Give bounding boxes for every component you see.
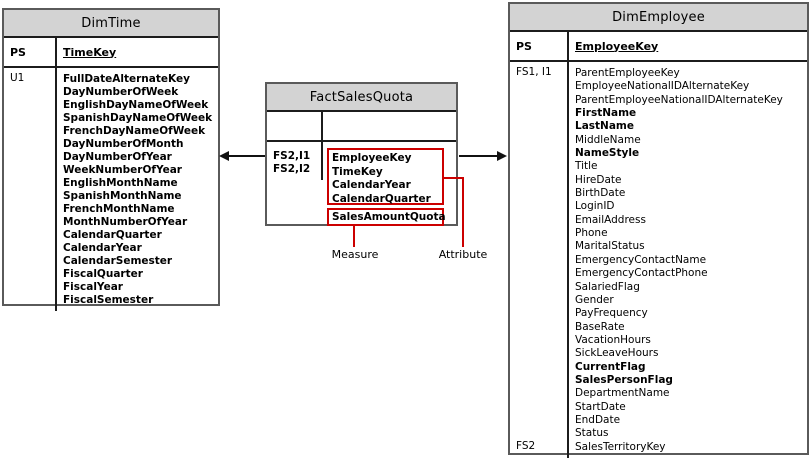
measure-label: Measure bbox=[331, 248, 379, 261]
relationship-line-dimemployee bbox=[459, 155, 499, 157]
table-dimtime-title: DimTime bbox=[4, 10, 218, 38]
field-row: HireDate bbox=[575, 173, 622, 186]
relationship-line-dimtime bbox=[228, 155, 265, 157]
field-row: ParentEmployeeNationalIDAlternateKey bbox=[575, 93, 783, 106]
field-row: TimeKey bbox=[332, 165, 383, 178]
table-factsalesquota-header-row bbox=[267, 112, 456, 142]
table-dimtime-header-row: PS TimeKey bbox=[4, 38, 218, 68]
field-row: SpanishDayNameOfWeek bbox=[63, 112, 213, 124]
field-row: SickLeaveHours bbox=[575, 347, 659, 360]
dimemployee-ps-values: FS1, I1 FS2 bbox=[510, 62, 569, 458]
ps-value-bottom: FS2 bbox=[516, 439, 536, 452]
dimemployee-primary-key: EmployeeKey bbox=[575, 39, 659, 53]
field-row: FrenchDayNameOfWeek bbox=[63, 125, 206, 137]
field-row: CalendarYear bbox=[332, 179, 411, 192]
field-row: EnglishDayNameOfWeek bbox=[63, 99, 209, 111]
field-row: MiddleName bbox=[575, 133, 641, 146]
ps-value-row: FS2,I2 bbox=[273, 163, 311, 175]
field-row: SalariedFlag bbox=[575, 280, 640, 293]
field-row: FrenchMonthName bbox=[63, 203, 175, 215]
factsalesquota-ps-column-header bbox=[267, 112, 323, 140]
field-row: StartDate bbox=[575, 400, 626, 413]
field-row: Status bbox=[575, 427, 609, 440]
arrowhead-right-icon bbox=[497, 151, 507, 161]
field-row: DayNumberOfWeek bbox=[63, 86, 179, 98]
field-row: EmergencyContactPhone bbox=[575, 267, 708, 280]
field-row: FiscalSemester bbox=[63, 294, 154, 306]
field-row: DepartmentName bbox=[575, 387, 670, 400]
field-row: EnglishMonthName bbox=[63, 177, 178, 189]
table-factsalesquota-title: FactSalesQuota bbox=[267, 84, 456, 112]
field-row: EmployeeKey bbox=[332, 152, 412, 164]
field-row: SalesTerritoryKey bbox=[575, 440, 666, 453]
field-row: PayFrequency bbox=[575, 307, 648, 320]
field-row: FirstName bbox=[575, 107, 637, 120]
attribute-leader-line-horizontal bbox=[443, 177, 464, 179]
field-row: MaritalStatus bbox=[575, 240, 645, 253]
field-row: LastName bbox=[575, 120, 634, 133]
field-row: SalesAmountQuota bbox=[332, 211, 446, 223]
dimtime-ps-value: U1 bbox=[4, 68, 57, 311]
table-dimemployee-header-row: PS EmployeeKey bbox=[510, 32, 807, 62]
field-row: FullDateAlternateKey bbox=[63, 73, 190, 85]
field-row: SalesPersonFlag bbox=[575, 373, 673, 386]
field-row: EndDate bbox=[575, 413, 621, 426]
field-row: EmergencyContactName bbox=[575, 253, 707, 266]
field-row: BaseRate bbox=[575, 320, 625, 333]
field-row: DayNumberOfYear bbox=[63, 151, 172, 163]
field-row: SpanishMonthName bbox=[63, 190, 182, 202]
field-row: Gender bbox=[575, 293, 614, 306]
measure-highlight-box: SalesAmountQuota bbox=[327, 208, 446, 226]
field-row: ParentEmployeeKey bbox=[575, 67, 680, 79]
field-row: CurrentFlag bbox=[575, 360, 646, 373]
field-row: EmployeeNationalIDAlternateKey bbox=[575, 80, 750, 93]
table-dimemployee: DimEmployee PS EmployeeKey FS1, I1 FS2 P… bbox=[508, 2, 809, 458]
table-dimemployee-title: DimEmployee bbox=[510, 4, 807, 32]
field-row: CalendarYear bbox=[63, 242, 142, 254]
field-row: FiscalQuarter bbox=[63, 268, 143, 280]
dimtime-ps-column-header: PS bbox=[4, 38, 57, 66]
ps-value-top: FS1, I1 bbox=[516, 66, 552, 78]
attribute-label: Attribute bbox=[438, 248, 488, 261]
field-row: CalendarQuarter bbox=[63, 229, 162, 241]
field-row: VacationHours bbox=[575, 333, 651, 346]
field-row: WeekNumberOfYear bbox=[63, 164, 182, 176]
field-row: Title bbox=[575, 160, 598, 173]
field-row: CalendarSemester bbox=[63, 255, 173, 267]
field-row: FiscalYear bbox=[63, 281, 123, 293]
field-row: EmailAddress bbox=[575, 213, 646, 226]
dimtime-primary-key: TimeKey bbox=[63, 45, 117, 59]
field-row: MonthNumberOfYear bbox=[63, 216, 188, 228]
ps-value-row: FS2,I1 bbox=[273, 150, 311, 162]
table-dimtime: DimTime PS TimeKey U1 FullDateAlternateK… bbox=[2, 8, 220, 311]
arrowhead-left-icon bbox=[219, 151, 229, 161]
factsalesquota-key-header bbox=[323, 112, 456, 140]
field-row: CalendarQuarter bbox=[332, 192, 431, 205]
field-row: DayNumberOfMonth bbox=[63, 138, 184, 150]
measure-leader-line bbox=[353, 224, 355, 247]
dimemployee-ps-column-header: PS bbox=[510, 32, 569, 60]
field-row: LoginID bbox=[575, 200, 615, 213]
field-row: Phone bbox=[575, 227, 608, 240]
field-row: NameStyle bbox=[575, 147, 640, 160]
field-row: BirthDate bbox=[575, 187, 626, 200]
attribute-leader-line-vertical bbox=[462, 177, 464, 247]
